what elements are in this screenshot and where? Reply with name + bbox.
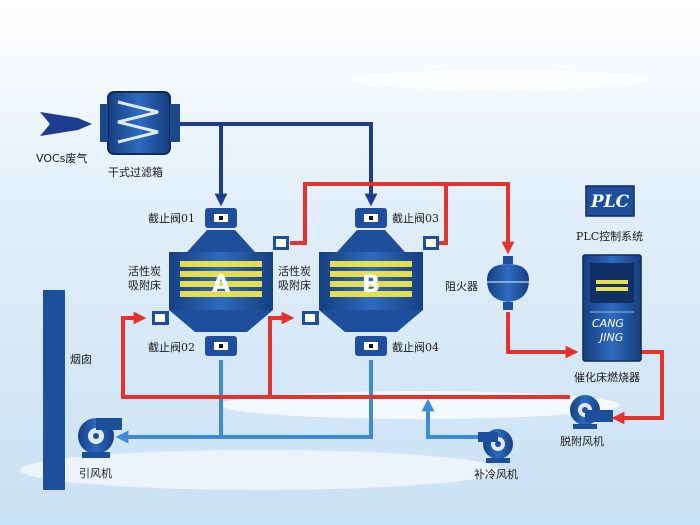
desorption-fan — [570, 395, 613, 429]
valve01-label: 截止阀01 — [148, 211, 195, 225]
flame-arrester-label: 阻火器 — [445, 280, 478, 293]
catalytic-bed-label: 催化床燃烧器 — [574, 370, 640, 384]
bed-b-letter: B — [362, 270, 380, 298]
cloud — [350, 70, 650, 90]
jing-text: JING — [598, 331, 623, 344]
valve03-label: 截止阀03 — [392, 211, 439, 225]
cooling-fan-label: 补冷风机 — [474, 467, 518, 481]
desorption-fan-label: 脱附风机 — [560, 434, 604, 448]
chimney — [43, 290, 65, 490]
plc-text: PLC — [590, 192, 630, 212]
bed-b-label-line2: 吸附床 — [278, 278, 311, 292]
chimney-label: 烟囱 — [70, 352, 92, 366]
bed-a-vessel — [152, 208, 289, 356]
bed-b-label-line1: 活性炭 — [278, 264, 311, 278]
inlet-label: VOCs废气 — [36, 151, 87, 165]
catalytic-bed-cabinet — [582, 254, 642, 362]
pipe-to-desorption-fan — [611, 350, 664, 425]
bed-a-label-line2: 吸附床 — [128, 278, 161, 292]
cloud — [20, 450, 500, 490]
cang-text: CANG — [592, 317, 624, 330]
plc-box — [585, 185, 635, 217]
pipe-to-catalytic — [506, 312, 579, 359]
return-pipe-a — [121, 311, 570, 399]
desorption-outlet-a — [290, 182, 515, 255]
flame-arrester — [487, 256, 529, 310]
valve04-label: 截止阀04 — [392, 340, 439, 354]
outlet-pipe-b — [221, 360, 373, 439]
bed-a-letter: A — [212, 270, 231, 298]
bed-a-label-line1: 活性炭 — [128, 264, 161, 278]
plc-system-label: PLC控制系统 — [576, 229, 643, 243]
return-pipe-b — [268, 311, 295, 397]
dry-filter-box — [100, 91, 180, 155]
dry-filter-label: 干式过滤箱 — [108, 165, 163, 179]
cooling-pipe — [421, 398, 478, 439]
induced-fan-label: 引风机 — [79, 466, 112, 480]
inlet-pipe-to-b — [180, 122, 378, 207]
valve02-label: 截止阀02 — [148, 340, 195, 354]
bed-b-vessel — [302, 208, 439, 356]
inlet-arrow-icon — [40, 112, 92, 136]
induced-fan — [78, 418, 122, 458]
cooling-fan — [478, 429, 513, 463]
